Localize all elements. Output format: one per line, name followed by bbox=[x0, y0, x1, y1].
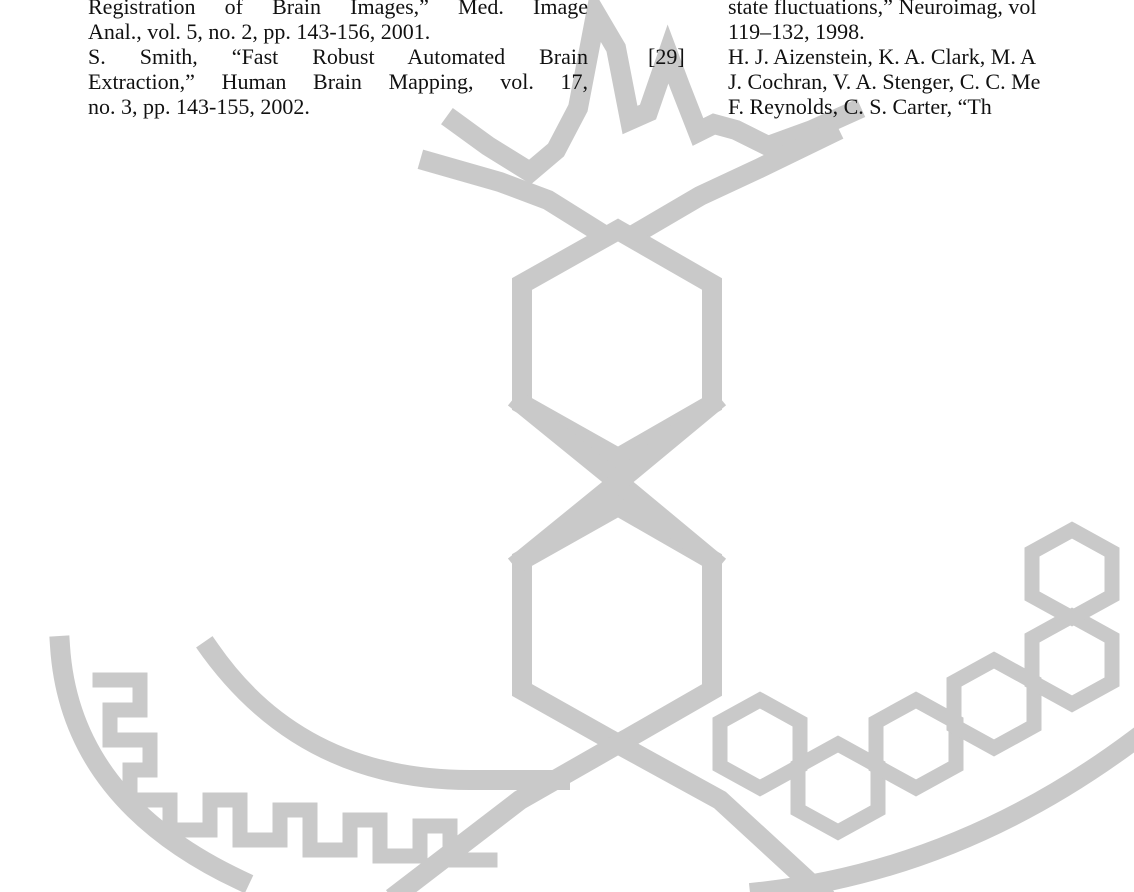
reference-line: J. Cochran, V. A. Stenger, C. C. Me bbox=[728, 69, 1041, 94]
base-left-arm bbox=[385, 730, 632, 892]
right-lower-arc bbox=[748, 727, 1134, 892]
small-hexagon-2 bbox=[790, 735, 886, 841]
crown-arm-left bbox=[417, 149, 610, 244]
left-reference-column: Registration of Brain Images,” Med. Imag… bbox=[88, 0, 588, 119]
small-hexagon-4 bbox=[946, 651, 1042, 757]
upper-hexagon bbox=[512, 218, 722, 470]
reference-line: S. Smith, “Fast Robust Automated Brain bbox=[88, 44, 588, 69]
reference-line: Extraction,” Human Brain Mapping, vol. 1… bbox=[88, 69, 588, 94]
reference-number: [29] bbox=[648, 44, 685, 69]
reference-line: 119–132, 1998. bbox=[728, 19, 865, 44]
inner-arc bbox=[196, 636, 570, 790]
reference-line: H. J. Aizenstein, K. A. Clark, M. A bbox=[728, 44, 1036, 69]
outer-arc bbox=[49, 635, 254, 892]
reference-line: Registration of Brain Images,” Med. Imag… bbox=[88, 0, 588, 19]
hexagon-connector-2 bbox=[507, 389, 727, 575]
reference-line: no. 3, pp. 143-155, 2002. bbox=[88, 94, 310, 119]
small-hexagon-5 bbox=[1024, 607, 1120, 713]
small-hexagon-3 bbox=[868, 691, 964, 797]
right-reference-column: state fluctuations,” Neuroimag, vol 119–… bbox=[728, 0, 1134, 119]
base-right-arm bbox=[604, 730, 835, 892]
reference-line: state fluctuations,” Neuroimag, vol bbox=[728, 0, 1037, 19]
small-hexagon-6 bbox=[1024, 521, 1120, 627]
small-hexagon-1 bbox=[712, 691, 808, 797]
crown-arm-right bbox=[628, 120, 844, 244]
reference-line: Anal., vol. 5, no. 2, pp. 143-156, 2001. bbox=[88, 19, 431, 44]
gear-wave bbox=[92, 672, 498, 868]
reference-line: F. Reynolds, C. S. Carter, “Th bbox=[728, 94, 992, 119]
heartbeat-line bbox=[441, 0, 866, 185]
